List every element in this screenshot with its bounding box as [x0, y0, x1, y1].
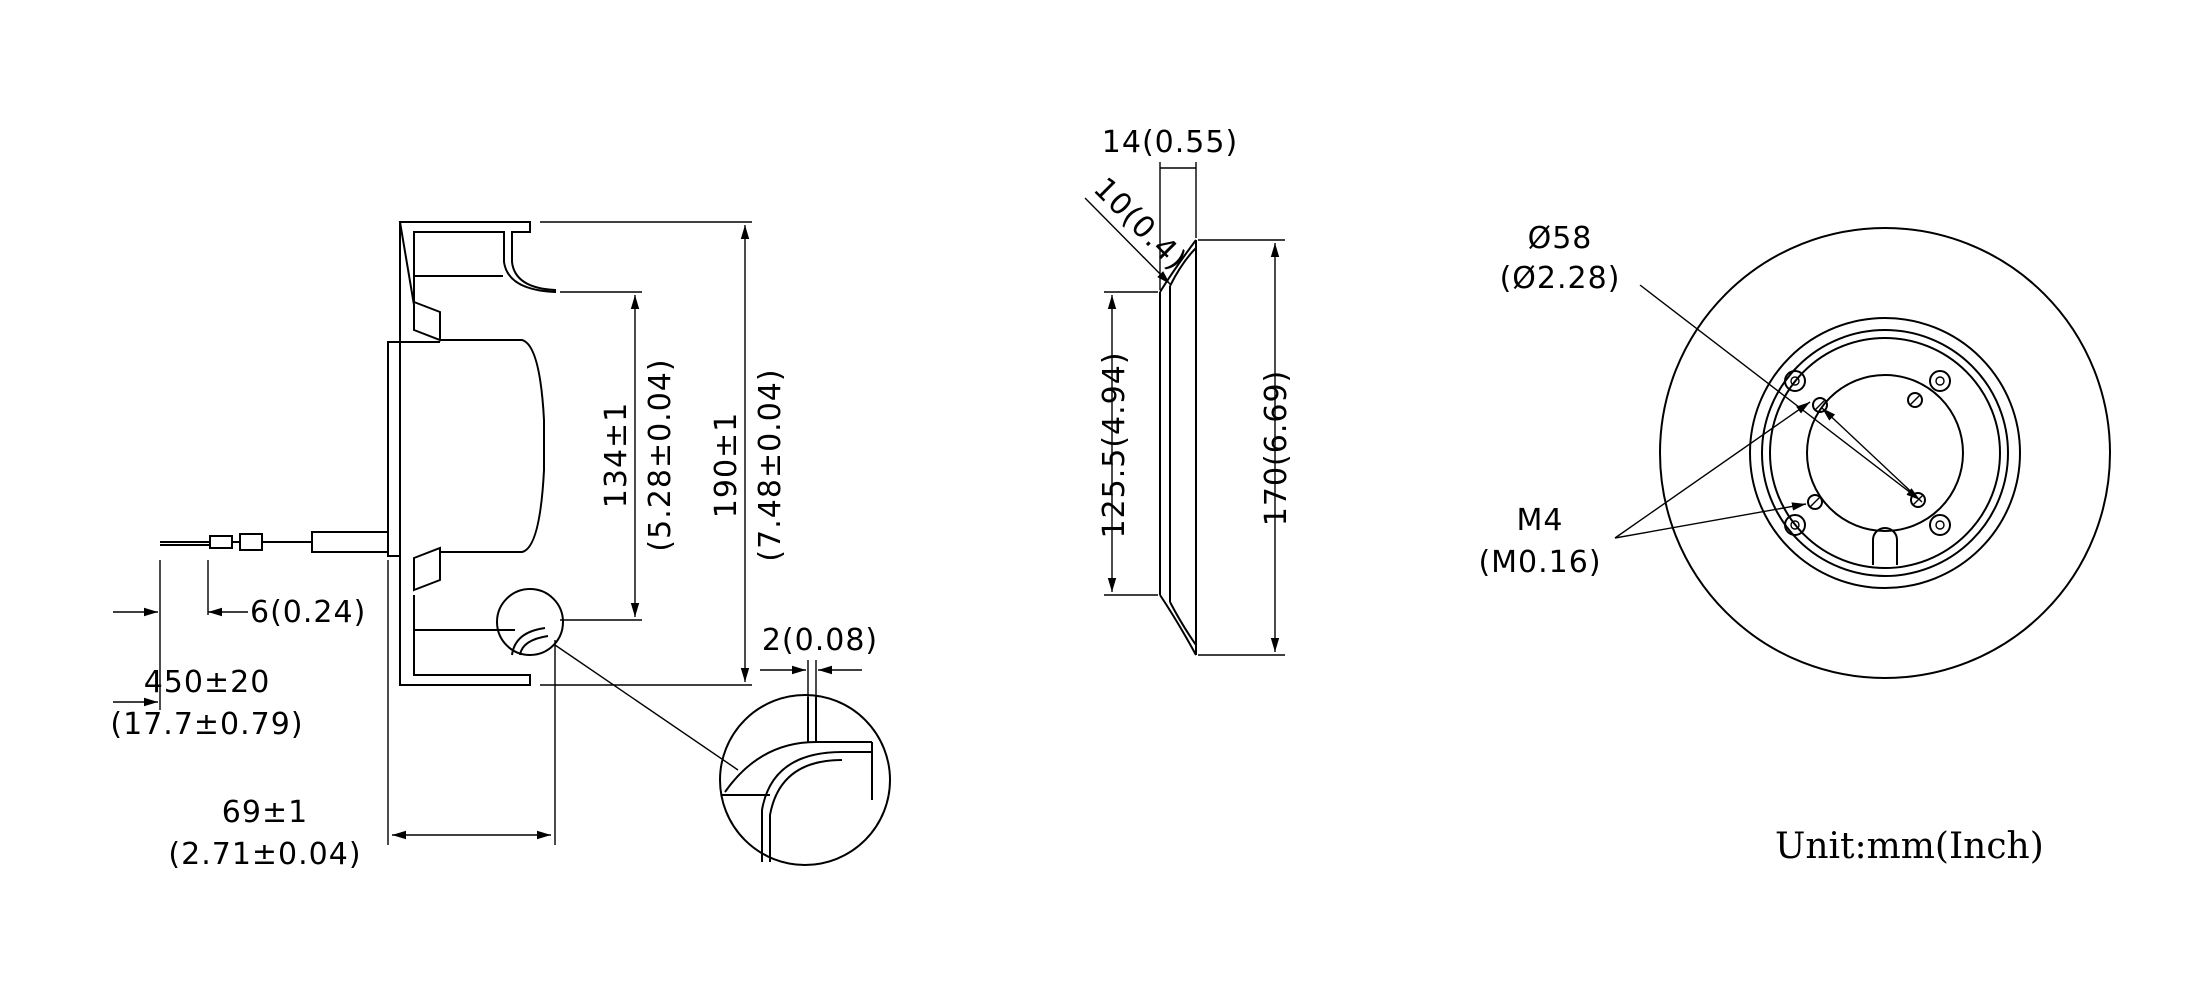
detail-magnified: [719, 660, 891, 866]
front-view: Ø58 (Ø2.28) M4 (M0.16): [1478, 221, 2111, 679]
dim-height-inner-in: (5.28±0.04): [643, 358, 678, 551]
side-view: 190±1 (7.48±0.04) 134±1 (5.28±0.04) 6(0.…: [110, 221, 891, 872]
front-view-impeller-outer: [1659, 227, 2111, 679]
unit-label: Unit:mm(Inch): [1775, 826, 2044, 867]
dim-detail-thickness: 2(0.08): [762, 623, 878, 658]
section-view: 14(0.55) 10(0.4) 125.5(4.94) 170(6.69): [1084, 125, 1294, 656]
side-view-shroud: [398, 221, 556, 342]
dim-lip: 10(0.4): [1086, 171, 1193, 278]
dim-screw-mm: M4: [1517, 503, 1564, 538]
m4-holes: [1807, 392, 1926, 510]
dim-cable-length-in: (17.7±0.79): [110, 707, 303, 742]
dim-outer-height: 170(6.69): [1259, 370, 1294, 526]
dim-height-outer-in: (7.48±0.04): [753, 368, 788, 561]
dim-depth-in: (2.71±0.04): [168, 837, 361, 872]
dim-width-top: 14(0.55): [1102, 125, 1238, 160]
detail-callout-circle: [496, 588, 564, 656]
dim-bolt-circle-in: (Ø2.28): [1500, 261, 1621, 296]
dim-height-inner-mm: 134±1: [599, 402, 634, 508]
dim-cable-length-mm: 450±20: [144, 665, 271, 700]
dim-height-outer-mm: 190±1: [709, 412, 744, 518]
dim-screw-in: (M0.16): [1478, 545, 1601, 580]
dim-depth-mm: 69±1: [222, 795, 308, 830]
dim-inner-height: 125.5(4.94): [1097, 351, 1132, 538]
side-view-motor: [440, 339, 545, 553]
dim-bolt-circle-mm: Ø58: [1528, 221, 1593, 256]
dim-lead-strip: 6(0.24): [250, 595, 366, 630]
side-view-cable: [160, 531, 389, 553]
front-view-hub: [1806, 374, 1964, 532]
